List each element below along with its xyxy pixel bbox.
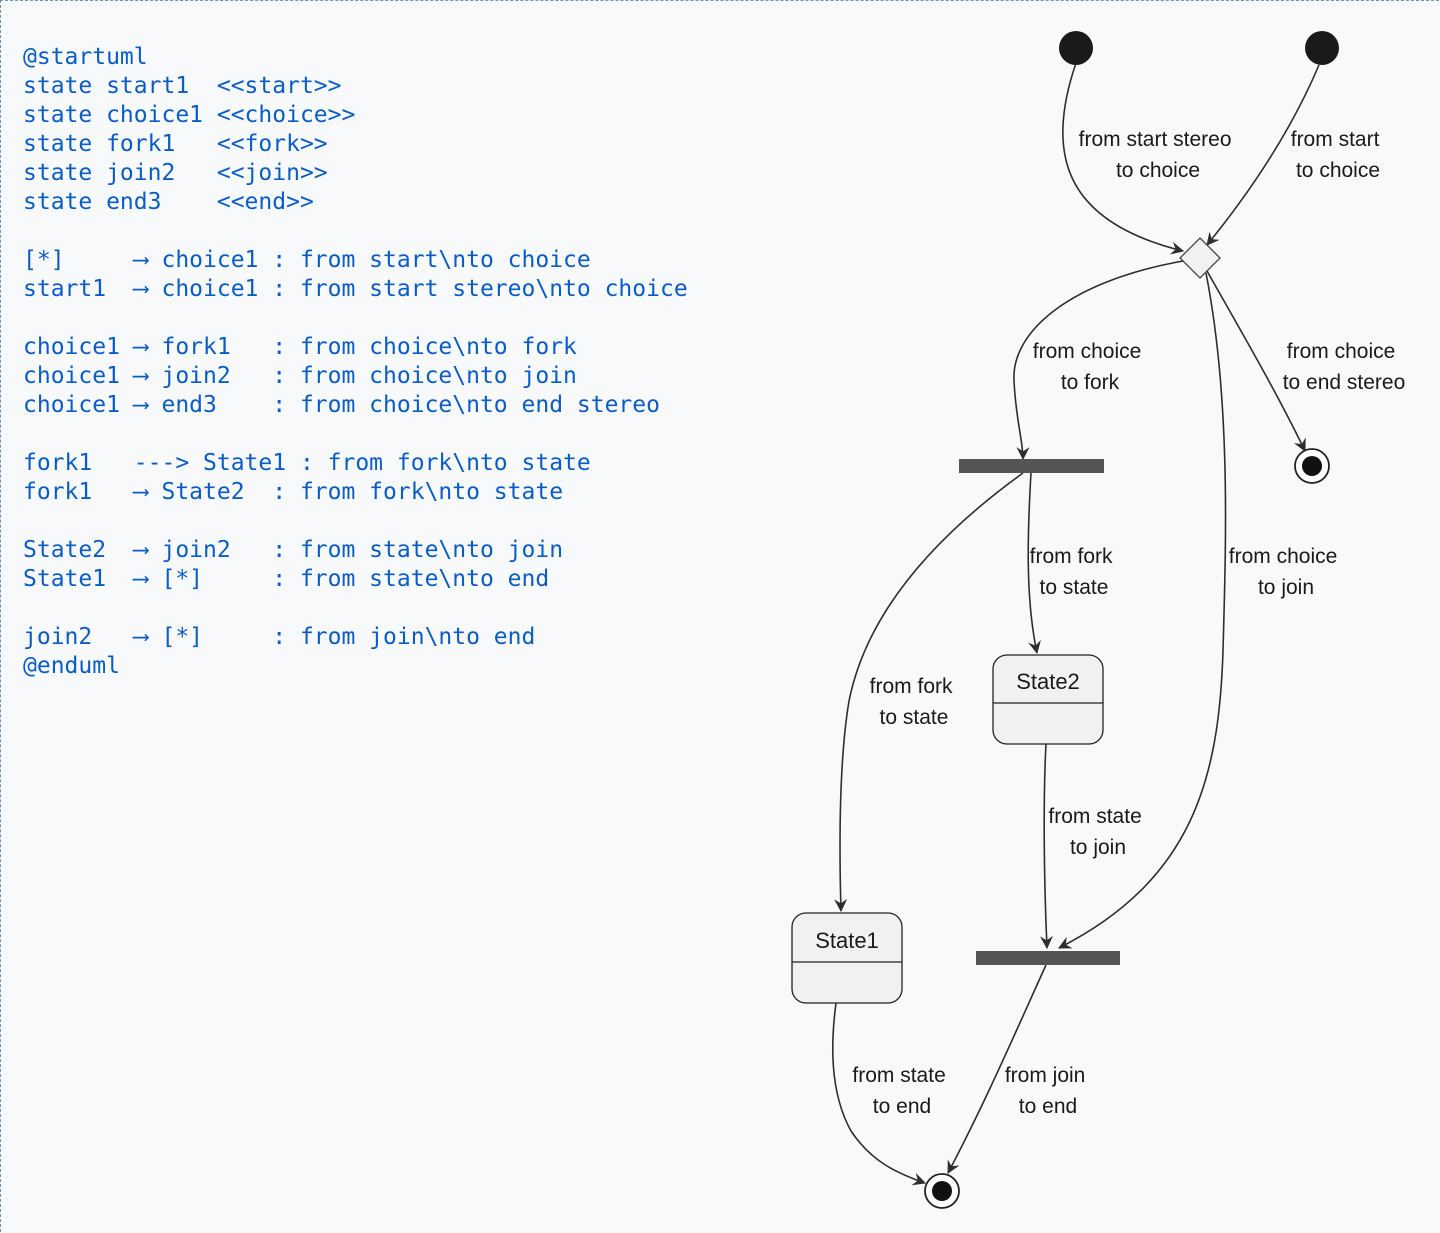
code-line: @enduml: [23, 653, 120, 679]
join-bar: [976, 951, 1120, 965]
label-choice-to-join: from choice to join: [1229, 545, 1343, 599]
label-state-to-end: from state to end: [852, 1064, 951, 1118]
code-line: State1 ⟶ [*] : from state\nto end: [23, 566, 550, 592]
code-line: @startuml: [23, 44, 148, 70]
code-line: fork1 ---> State1 : from fork\nto state: [23, 450, 591, 476]
code-line: [*] ⟶ choice1 : from start\nto choice: [23, 247, 591, 273]
initial-state: [1305, 31, 1339, 65]
state1-name: State1: [815, 928, 879, 953]
code-line: state choice1 <<choice>>: [23, 102, 356, 128]
edge-join-to-end: [947, 964, 1047, 1174]
label-fork-to-state1: from fork to state: [870, 675, 959, 729]
fork-bar: [959, 459, 1104, 473]
state-state1: State1: [791, 912, 903, 1004]
code-line: state start1 <<start>>: [23, 73, 342, 99]
code-line: state fork1 <<fork>>: [23, 131, 328, 157]
label-choice-to-end-stereo: from choice to end stereo: [1283, 340, 1406, 394]
final-state-end3: [1294, 448, 1330, 484]
edge-choice-to-join: [1058, 272, 1227, 949]
edge-fork-to-state1: [834, 472, 1024, 913]
edge-choice-to-end-stereo: [1206, 270, 1306, 452]
code-line: start1 ⟶ choice1 : from start stereo\nto…: [23, 276, 688, 302]
code-line: choice1 ⟶ join2 : from choice\nto join: [23, 363, 577, 389]
edge-state1-to-end: [831, 1002, 927, 1186]
edge-state2-to-join: [1039, 743, 1053, 950]
final-state: [924, 1173, 960, 1209]
initial-state-start1: [1059, 31, 1093, 65]
edge-choice-to-fork: [1013, 260, 1184, 461]
edge-start-stereo-to-choice: [1061, 62, 1185, 255]
state-state2: State2: [992, 654, 1104, 745]
edge-start-to-choice: [1206, 64, 1320, 246]
code-line: choice1 ⟶ end3 : from choice\nto end ste…: [23, 392, 660, 418]
edge-fork-to-state2: [1027, 472, 1041, 655]
label-choice-to-fork: from choice to fork: [1033, 340, 1147, 394]
label-start-to-choice: from start to choice: [1291, 128, 1386, 182]
choice-diamond: [1179, 237, 1221, 279]
code-line: choice1 ⟶ fork1 : from choice\nto fork: [23, 334, 577, 360]
state2-name: State2: [1016, 669, 1080, 694]
label-fork-to-state2: from fork to state: [1030, 545, 1119, 599]
label-state-to-join: from state to join: [1048, 805, 1147, 859]
label-join-to-end: from join to end: [1005, 1064, 1091, 1118]
plantuml-source: @startuml state start1 <<start>> state cho…: [23, 43, 688, 681]
code-line: state end3 <<end>>: [23, 189, 314, 215]
code-line: join2 ⟶ [*] : from join\nto end: [23, 624, 536, 650]
code-line: state join2 <<join>>: [23, 160, 328, 186]
code-line: State2 ⟶ join2 : from state\nto join: [23, 537, 564, 563]
label-start-stereo-to-choice: from start stereo to choice: [1079, 128, 1238, 182]
code-line: fork1 ⟶ State2 : from fork\nto state: [23, 479, 564, 505]
